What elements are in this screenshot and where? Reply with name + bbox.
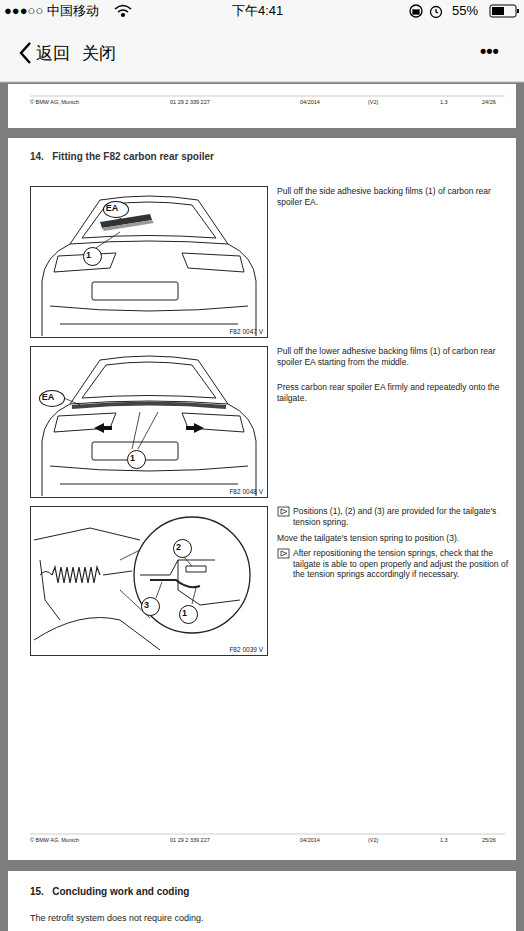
page-sheet	[8, 84, 516, 128]
footer-text: 25/26	[482, 837, 496, 844]
callout-number: 3	[141, 597, 160, 616]
tension-spring-illustration	[34, 517, 250, 650]
callout-text: 1	[130, 453, 135, 463]
instruction-text: Pull off the side adhesive backing films…	[277, 186, 513, 207]
footer-text: 1.3	[440, 99, 448, 106]
status-time: 下午4:41	[232, 3, 283, 19]
footer-text: © BMW AG, Munich	[30, 99, 79, 106]
figure-frame: F82 0039 V 2 3 1	[30, 506, 268, 656]
footer-text: © BMW AG, Munich	[30, 837, 79, 844]
back-chevron	[21, 43, 30, 63]
section-heading: 15. Concluding work and coding	[30, 886, 189, 899]
callout-text: 1	[86, 250, 91, 260]
battery-icon	[490, 5, 519, 17]
callout-number: 1	[127, 450, 146, 469]
footer-text: 04/2014	[300, 837, 320, 844]
part-callout: EA	[39, 390, 65, 407]
status-carrier: ●●●○○ 中国移动	[4, 3, 99, 19]
note-triangle	[278, 507, 289, 558]
status-battery: 55%	[452, 3, 478, 19]
callout-text: EA	[106, 203, 119, 213]
callout-text: 2	[176, 542, 181, 552]
instruction-text: Pull off the lower adhesive backing film…	[277, 346, 513, 367]
figure-code: F82 0047 V	[229, 328, 263, 335]
wifi-icon	[115, 6, 131, 17]
body-text: The retrofit system does not require cod…	[30, 913, 204, 924]
figure-code: F82 0048 V	[229, 488, 263, 495]
app-bar	[0, 0, 524, 82]
footer-text: 24/26	[482, 99, 496, 106]
callout-number: 2	[173, 539, 192, 558]
nav-button: 返回	[36, 43, 70, 64]
instruction-text: Press carbon rear spoiler EA firmly and …	[277, 382, 513, 403]
figure-code: F82 0039 V	[229, 646, 263, 653]
figure-frame: F82 0047 V EA 1	[30, 186, 268, 338]
footer-text: 1.3	[440, 837, 448, 844]
section-heading: 14. Fitting the F82 carbon rear spoiler	[30, 151, 214, 164]
footer-text: (V2)	[368, 837, 378, 844]
footer-text: (V2)	[368, 99, 378, 106]
car-rear-illustration	[42, 196, 256, 336]
note-text: Positions (1), (2) and (3) are provided …	[293, 506, 513, 527]
page-sheet	[8, 138, 516, 860]
callout-number: 1	[83, 247, 102, 266]
callout-text: 3	[144, 600, 149, 610]
instruction-text: Move the tailgate's tension spring to po…	[277, 533, 513, 544]
callout-text: 1	[182, 608, 187, 618]
car-rear-illustration	[42, 356, 256, 496]
note-text: After repositioning the tension springs,…	[293, 548, 513, 580]
footer-text: 04/2014	[300, 99, 320, 106]
callout-text: EA	[42, 392, 55, 402]
status-icons	[410, 5, 442, 18]
figure-frame: F82 0048 V EA 1	[30, 346, 268, 498]
nav-button: 关闭	[82, 43, 116, 64]
footer-text: 01 29 2 339 227	[170, 837, 210, 844]
menu-icon: •••	[480, 40, 499, 63]
callout-number: 1	[179, 605, 198, 624]
footer-text: 01 29 2 339 227	[170, 99, 210, 106]
page-sheet	[8, 871, 516, 931]
part-callout: EA	[103, 201, 129, 218]
